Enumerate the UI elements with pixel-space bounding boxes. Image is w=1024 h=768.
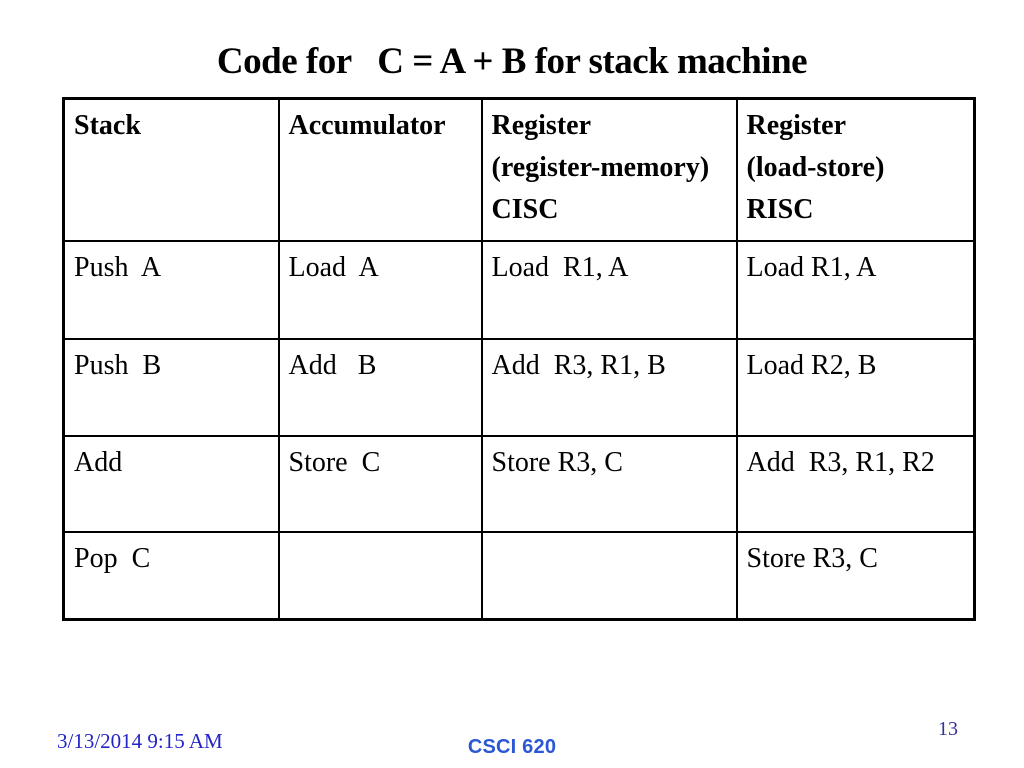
table-row: Add Store C Store R3, C Add R3, R1, R2 [62,434,976,533]
header-cell-register-cisc: Register (register-memory) CISC [480,97,738,242]
table-cell: Push A [62,239,280,340]
table-cell [480,530,738,621]
table-row: Push B Add B Add R3, R1, B Load R2, B [62,337,976,437]
table-cell: Store C [277,434,483,533]
table-cell: Load R1, A [735,239,976,340]
table-cell: Push B [62,337,280,437]
page-number: 13 [938,718,958,740]
code-comparison-table: Stack Accumulator Register (register-mem… [62,97,976,621]
table-cell: Load A [277,239,483,340]
table-cell: Store R3, C [480,434,738,533]
header-cell-stack: Stack [62,97,280,242]
table-cell [277,530,483,621]
table-cell: Pop C [62,530,280,621]
footer-datetime: 3/13/2014 9:15 AM [57,729,223,753]
table-cell: Add R3, R1, B [480,337,738,437]
table-cell: Load R1, A [480,239,738,340]
table-cell: Add [62,434,280,533]
table-cell: Load R2, B [735,337,976,437]
table-row: Pop C Store R3, C [62,530,976,621]
table-cell: Add B [277,337,483,437]
table-row: Push A Load A Load R1, A Load R1, A [62,239,976,340]
footer-course-label: CSCI 620 [467,736,557,758]
table-header-row: Stack Accumulator Register (register-mem… [62,97,976,242]
header-cell-accumulator: Accumulator [277,97,483,242]
table-cell: Store R3, C [735,530,976,621]
slide-title: Code for C = A + B for stack machine [216,41,808,82]
header-cell-register-risc: Register (load-store) RISC [735,97,976,242]
table-cell: Add R3, R1, R2 [735,434,976,533]
